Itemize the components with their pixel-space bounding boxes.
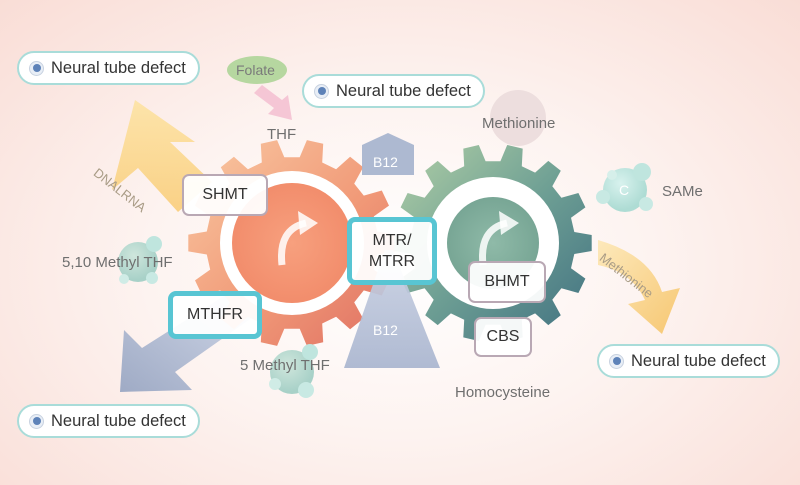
methyl-510-label: 5,10 Methyl THF xyxy=(62,254,173,271)
outcome-right: Neural tube defect xyxy=(597,344,780,378)
thf-label: THF xyxy=(267,126,297,143)
bhmt-enzyme: BHMT xyxy=(468,261,546,303)
outcome-text: Neural tube defect xyxy=(336,81,471,100)
shmt-label: SHMT xyxy=(202,186,248,203)
gearRight-rotate-icon-head xyxy=(499,211,519,235)
folate-label: Folate xyxy=(236,62,275,78)
bullet-icon xyxy=(29,413,44,429)
folate-shape xyxy=(227,56,287,84)
mtrr-label: MTRR xyxy=(368,253,416,270)
b12-top-label: B12 xyxy=(373,154,398,170)
folate-arrow xyxy=(254,85,292,120)
outcome-text: Neural tube defect xyxy=(51,58,186,77)
bhmt-label: BHMT xyxy=(484,273,530,290)
outcome-top-center: Neural tube defect xyxy=(302,74,485,108)
same-label: SAMe xyxy=(662,183,703,200)
mthfr-enzyme: MTHFR xyxy=(168,291,262,339)
bullet-icon xyxy=(29,60,44,76)
methionine-arrow xyxy=(598,240,680,334)
outcome-text: Neural tube defect xyxy=(631,351,766,370)
cbs-label: CBS xyxy=(486,328,520,345)
methyl-510-molecule xyxy=(118,242,158,282)
mthfr-label: MTHFR xyxy=(187,306,243,323)
same-c-label: C xyxy=(619,182,630,198)
b12-arrow-top xyxy=(362,133,414,175)
shmt-enzyme: SHMT xyxy=(182,174,268,216)
methionine-label: Methionine xyxy=(482,115,556,132)
mtr-mtrr-enzyme: MTR/ MTRR xyxy=(347,217,437,285)
outcome-text: Neural tube defect xyxy=(51,411,186,430)
bullet-icon xyxy=(314,83,329,99)
bullet-icon xyxy=(609,353,624,369)
b12-bottom-label: B12 xyxy=(373,322,398,338)
b12-arrow-bottom xyxy=(344,250,440,368)
gearLeft-rotate-icon-head xyxy=(298,211,318,235)
mtr-label: MTR/ xyxy=(372,232,412,249)
methyl-5-label: 5 Methyl THF xyxy=(240,357,330,374)
cbs-enzyme: CBS xyxy=(474,317,532,357)
outcome-top-left: Neural tube defect xyxy=(17,51,200,85)
outcome-bottom-left: Neural tube defect xyxy=(17,404,200,438)
homocysteine-label: Homocysteine xyxy=(455,384,551,401)
methionine-sphere xyxy=(490,90,546,146)
